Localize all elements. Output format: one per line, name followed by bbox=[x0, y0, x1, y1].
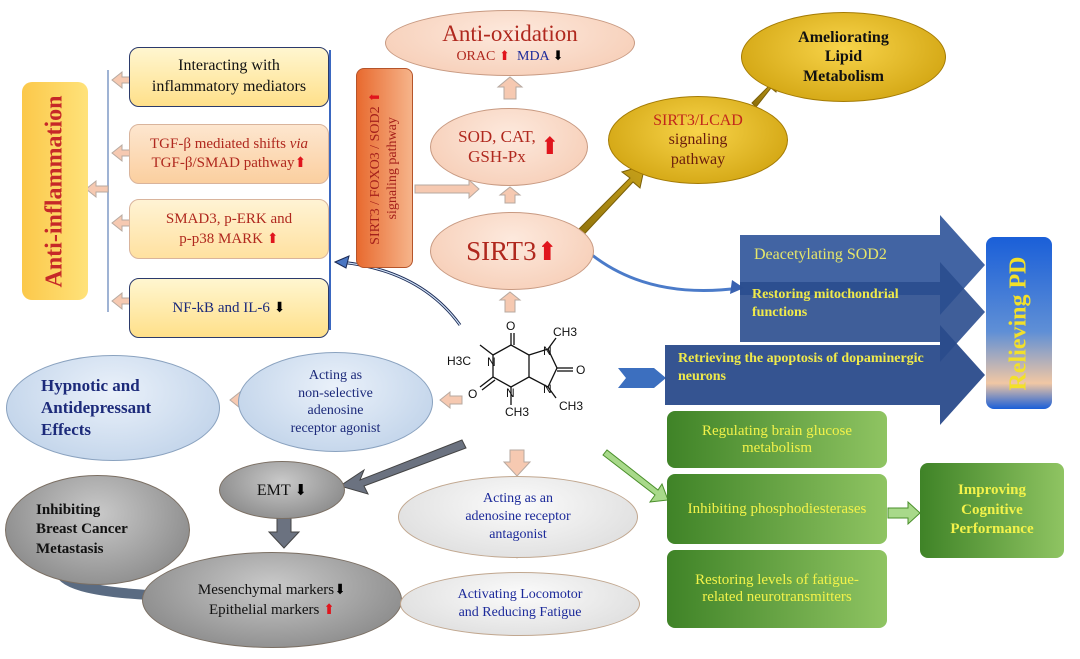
svg-text:N: N bbox=[543, 382, 552, 396]
svg-text:O: O bbox=[576, 363, 585, 377]
pd-item-apoptosis: Retrieving the apoptosis of dopaminergic… bbox=[678, 351, 924, 385]
cognitive-item-phosphodiesterases: Inhibiting phosphodiesterases bbox=[667, 474, 887, 544]
anti-oxidation-node: Anti-oxidation ORAC ⬆ MDA ⬇ bbox=[385, 10, 635, 76]
sirt3-foxo3-sod2-box: SIRT3 / FOXO3 / SOD2 ⬆ signaling pathway bbox=[356, 68, 413, 268]
up-arrow-icon: ⬆ bbox=[323, 602, 336, 618]
down-arrow-icon: ⬇ bbox=[334, 581, 347, 598]
sirt3-node: SIRT3⬆ bbox=[430, 212, 594, 290]
svg-text:O: O bbox=[468, 387, 477, 401]
down-arrow-icon: ⬇ bbox=[552, 47, 564, 63]
smad3-box: SMAD3, p-ERK and p-p38 MARK ⬆ bbox=[129, 199, 329, 259]
improving-cognitive-node: Improving Cognitive Performance bbox=[920, 463, 1064, 558]
svg-text:CH3: CH3 bbox=[553, 325, 577, 339]
up-arrow-icon: ⬆ bbox=[539, 133, 560, 160]
anti-inflammation-label: Anti-inflammation bbox=[22, 82, 88, 300]
tgf-beta-box: TGF-β mediated shifts via TGF-β/SMAD pat… bbox=[129, 124, 329, 184]
markers-node: Mesenchymal markers⬇ Epithelial markers … bbox=[142, 552, 402, 648]
cognitive-item-glucose: Regulating brain glucose metabolism bbox=[667, 411, 887, 468]
cognitive-item-neurotransmitters: Restoring levels of fatigue-related neur… bbox=[667, 550, 887, 628]
relieving-pd-label: Relieving PD bbox=[986, 237, 1052, 409]
pd-item-mitochondrial: Restoring mitochondrial functions bbox=[752, 287, 899, 321]
inflammatory-mediators-box: Interacting with inflammatory mediators bbox=[129, 47, 329, 107]
up-arrow-icon: ⬆ bbox=[498, 47, 510, 63]
svg-text:N: N bbox=[543, 344, 552, 358]
nfkb-box: NF-kB and IL-6 ⬇ bbox=[129, 278, 329, 338]
svg-text:O: O bbox=[506, 319, 515, 333]
up-arrow-icon: ⬆ bbox=[266, 231, 279, 247]
up-arrow-icon: ⬆ bbox=[536, 236, 558, 266]
up-arrow-icon: ⬆ bbox=[294, 155, 307, 171]
sod-cat-gsh-node: SOD, CAT,GSH-Px⬆ bbox=[430, 108, 588, 186]
down-arrow-icon: ⬇ bbox=[273, 299, 286, 316]
emt-node: EMT ⬇ bbox=[219, 461, 345, 519]
down-arrow-icon: ⬇ bbox=[294, 481, 308, 499]
svg-text:CH3: CH3 bbox=[505, 405, 529, 419]
svg-text:H3C: H3C bbox=[447, 354, 471, 368]
pd-item-deacetylating: Deacetylating SOD2 bbox=[754, 246, 887, 263]
svg-text:N: N bbox=[506, 386, 515, 400]
svg-text:N: N bbox=[487, 355, 496, 369]
svg-text:CH3: CH3 bbox=[559, 399, 583, 413]
